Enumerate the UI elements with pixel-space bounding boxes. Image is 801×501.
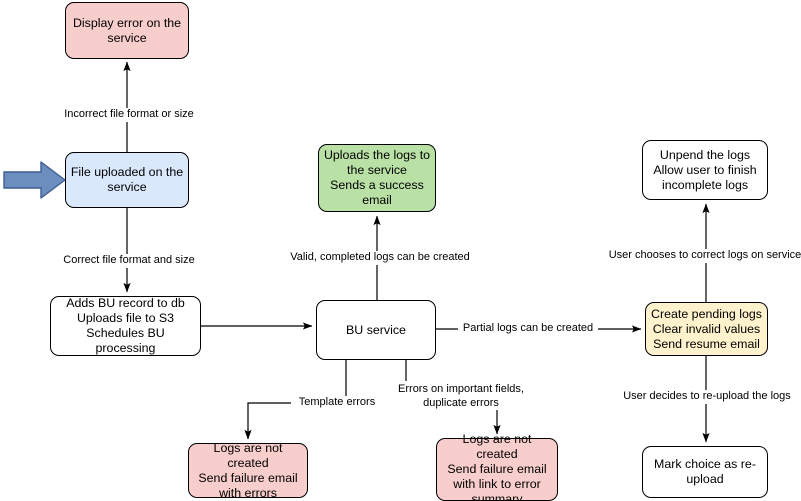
bu-service-node-label: BU service <box>346 322 406 337</box>
edge-label-template-errors: Template errors <box>291 396 383 410</box>
edge-label-partial-logs: Partial logs can be created <box>458 322 598 336</box>
mark-choice-as-reupload-node[interactable]: Mark choice as re-upload <box>642 446 768 498</box>
bu-service-node[interactable]: BU service <box>316 300 436 360</box>
edge-label-user-chooses-correct-logs: User chooses to correct logs on service <box>605 249 801 263</box>
edge-label-valid-completed-logs: Valid, completed logs can be created <box>283 251 477 265</box>
edge-label-correct-file-format: Correct file format and size <box>57 254 201 268</box>
edge-label-incorrect-file-format: Incorrect file format or size <box>57 108 201 122</box>
edge-label-errors-important-fields: Errors on important fields,duplicate err… <box>389 383 533 410</box>
start-flow-arrow-icon <box>3 161 66 199</box>
mark-choice-as-reupload-node-label: Mark choice as re-upload <box>654 457 756 486</box>
edge-label-user-decides-reupload: User decides to re-upload the logs <box>620 390 794 404</box>
